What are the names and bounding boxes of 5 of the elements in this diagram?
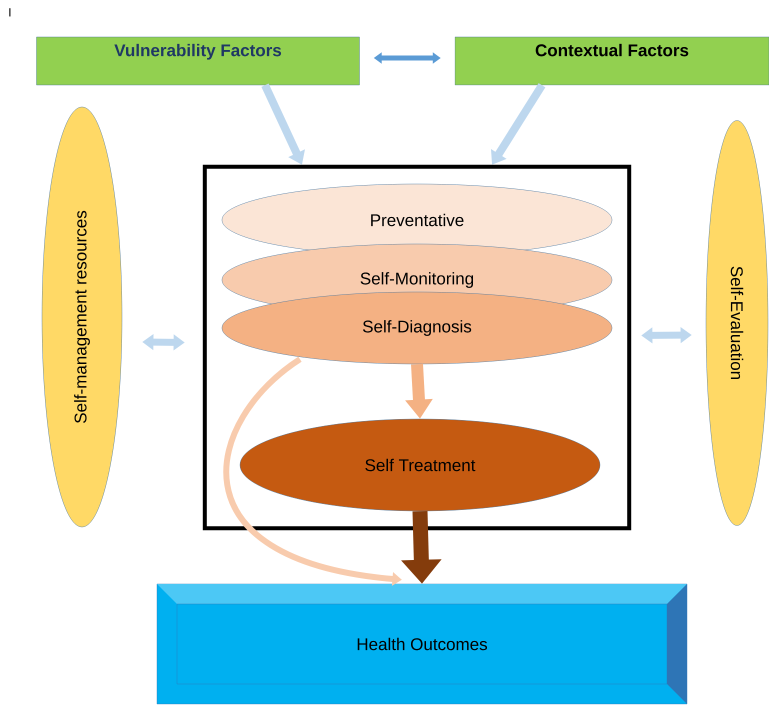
stage-frame [202, 164, 632, 530]
factor-box: Vulnerability Factors [36, 36, 360, 86]
cursor-mark: I [9, 8, 10, 16]
outcome-box: Health Outcomes [156, 584, 688, 704]
factor-box: Contextual Factors [454, 36, 769, 86]
